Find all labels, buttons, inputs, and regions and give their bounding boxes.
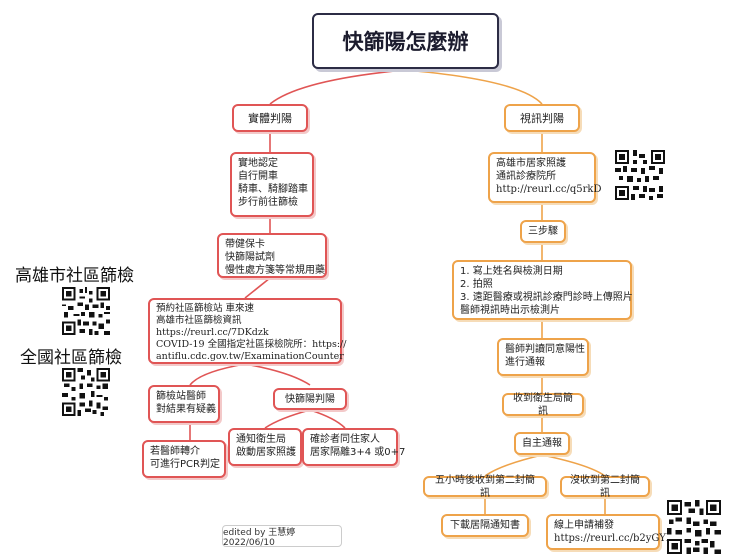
page-title: 快篩陽怎麼辦 [312, 13, 499, 69]
bring-items-node: 帶健保卡 快篩陽試劑 慢性處方箋等常規用藥 [217, 233, 327, 278]
three-steps-node: 三步驟 [520, 220, 566, 243]
node-line: 自行開車 [238, 171, 278, 182]
doctor-confirm-node: 醫師判讀同意陽性 進行通報 [497, 338, 589, 376]
node-line: 快篩陽試劑 [225, 252, 275, 263]
editor-credit: edited by 王慧婷 2022/06/10 [222, 525, 342, 548]
qr-code-icon[interactable] [62, 368, 110, 416]
notify-health-bureau-node: 通知衛生局 啟動居家照護 [228, 428, 302, 466]
onsite-node: 實地認定 自行開車 騎車、騎腳踏車 步行前往篩檢 [230, 152, 314, 217]
node-line: 可進行PCR判定 [150, 459, 220, 470]
qr-code-icon[interactable] [62, 287, 110, 335]
node-line: 預約社區篩檢站 車來速 [156, 303, 255, 314]
node-line: 2. 拍照 [460, 279, 493, 290]
node-line: 醫師判讀同意陽性 [505, 344, 585, 355]
video-diagnosis-node: 視訊判陽 [504, 104, 580, 132]
node-line: 醫師視訊時出示檢測片 [460, 305, 560, 316]
qr-code-icon[interactable] [667, 500, 721, 554]
download-notice-node: 下載居隔通知書 [441, 514, 529, 537]
node-line: 3. 遠距醫療或視訊診療門診時上傳照片 [460, 292, 633, 303]
node-line: 1. 寫上姓名與檢測日期 [460, 266, 563, 277]
node-line: 帶健保卡 [225, 239, 265, 250]
node-line: COVID-19 全國指定社區採檢院所：https:// [156, 339, 347, 350]
qr-code-icon[interactable] [615, 150, 665, 200]
node-line: 通訊診療院所 [496, 171, 556, 182]
rapid-positive-node: 快篩陽判陽 [273, 388, 347, 410]
node-line: 通知衛生局 [236, 434, 286, 445]
national-link[interactable]: antiflu.cdc.gov.tw/ExaminationCounter [156, 351, 344, 362]
node-line: 線上申請補發 [554, 520, 614, 531]
reissue-link[interactable]: https://reurl.cc/b2yGYE [554, 533, 674, 544]
online-reissue-node: 線上申請補發 https://reurl.cc/b2yGYE [546, 514, 674, 550]
node-line: 慢性處方箋等常規用藥 [225, 265, 325, 276]
sms-received-node: 收到衛生局簡訊 [502, 393, 584, 417]
screening-info-node: 預約社區篩檢站 車來速 高雄市社區篩檢資訊 https://reurl.cc/7… [148, 298, 347, 364]
node-line: 對結果有疑義 [156, 404, 216, 415]
node-line: 騎車、騎腳踏車 [238, 184, 308, 195]
no-second-sms-node: 沒收到第二封簡訊 [560, 475, 650, 499]
station-doctor-node: 篩檢站醫師 對結果有疑義 [148, 385, 220, 423]
steps-detail-node: 1. 寫上姓名與檢測日期 2. 拍照 3. 遠距醫療或視訊診療門診時上傳照片 醫… [452, 260, 633, 320]
physical-diagnosis-node: 實體判陽 [232, 104, 308, 132]
home-care-clinic-node: 高雄市居家照護 通訊診療院所 http://reurl.cc/q5rkD [488, 152, 602, 203]
clinic-link[interactable]: http://reurl.cc/q5rkD [496, 184, 602, 195]
self-report-node: 自主通報 [514, 432, 570, 455]
screening-link[interactable]: https://reurl.cc/7DKdzk [156, 327, 269, 338]
node-line: 高雄市社區篩檢資訊 [156, 315, 242, 326]
node-line: 篩檢站醫師 [156, 391, 206, 402]
family-isolation-node: 確診者同住家人 居家隔離3+4 或0+7 [302, 428, 406, 466]
national-screening-label: 全國社區篩檢 [20, 348, 122, 368]
node-line: 高雄市居家照護 [496, 158, 566, 169]
node-line: 啟動居家照護 [236, 447, 296, 458]
node-line: 居家隔離3+4 或0+7 [310, 447, 406, 458]
pcr-node: 若醫師轉介 可進行PCR判定 [142, 440, 226, 478]
node-line: 進行通報 [505, 357, 545, 368]
node-line: 步行前往篩檢 [238, 197, 298, 208]
node-line: 實地認定 [238, 158, 278, 169]
node-line: 確診者同住家人 [310, 434, 380, 445]
node-line: 若醫師轉介 [150, 446, 200, 457]
kaohsiung-screening-label: 高雄市社區篩檢 [15, 266, 134, 286]
second-sms-node: 五小時後收到第二封簡訊 [423, 475, 547, 499]
